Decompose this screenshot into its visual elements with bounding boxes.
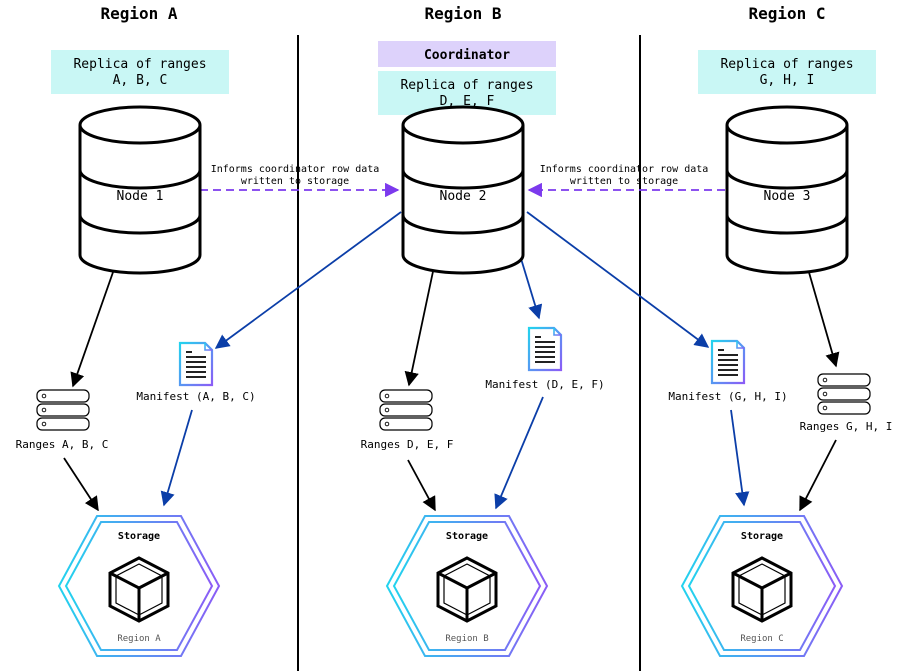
manifest-a: Manifest (A, B, C): [136, 341, 256, 403]
storage-a-region: Region A: [117, 634, 161, 644]
document-icon: [527, 326, 563, 372]
arrow-manifest-b-to-storage: [494, 396, 544, 510]
server-stack-icon: [379, 389, 433, 431]
manifest-a-label: Manifest (A, B, C): [136, 390, 255, 403]
manifest-b-label: Manifest (D, E, F): [485, 378, 604, 391]
node-3: Node 3: [725, 105, 849, 275]
replica-b-line1: Replica of ranges: [400, 78, 533, 93]
server-stack-icon: [817, 373, 871, 415]
node-2-label: Node 2: [440, 189, 487, 204]
ranges-b: Ranges D, E, F: [361, 389, 454, 451]
manifest-c: Manifest (G, H, I): [668, 339, 788, 403]
replica-b-line2: D, E, F: [440, 94, 495, 109]
storage-c-region: Region C: [740, 634, 783, 644]
replica-box-c: Replica of ranges G, H, I: [698, 50, 876, 94]
arrow-node3-to-ranges: [805, 261, 840, 368]
ranges-a-label: Ranges A, B, C: [16, 438, 109, 451]
informs-left-line2: written to storage: [241, 176, 349, 187]
document-icon: [710, 339, 746, 385]
arrow-ranges-c-to-storage: [799, 439, 837, 512]
storage-c-title: Storage: [741, 531, 783, 542]
node-1-label: Node 1: [117, 189, 164, 204]
region-b-title: Region B: [424, 4, 501, 23]
storage-b-title: Storage: [446, 531, 488, 542]
arrow-ranges-a-to-storage: [63, 457, 99, 512]
informs-right-line2: written to storage: [570, 176, 678, 187]
coordinator-box: Coordinator: [378, 41, 556, 67]
arrow-node2-to-manifest-b: [518, 251, 543, 320]
ranges-c-label: Ranges G, H, I: [800, 420, 893, 433]
coordinator-label: Coordinator: [424, 48, 510, 63]
storage-a: Storage Region A: [57, 514, 221, 658]
region-c-title: Region C: [748, 4, 825, 23]
arrow-node2-to-manifest-c: [526, 211, 710, 348]
node-2: Node 2: [401, 105, 525, 275]
manifest-b: Manifest (D, E, F): [485, 326, 605, 391]
storage-b: Storage Region B: [385, 514, 549, 658]
arrow-ranges-b-to-storage: [407, 459, 436, 512]
storage-b-region: Region B: [445, 634, 488, 644]
ranges-b-label: Ranges D, E, F: [361, 438, 454, 451]
replica-a-line2: A, B, C: [113, 73, 168, 88]
document-icon: [178, 341, 214, 387]
arrow-node2-to-ranges: [404, 261, 436, 387]
storage-a-title: Storage: [118, 531, 160, 542]
server-stack-icon: [36, 389, 90, 431]
node-1: Node 1: [78, 105, 202, 275]
arrow-manifest-a-to-storage: [160, 409, 193, 507]
replica-box-a: Replica of ranges A, B, C: [51, 50, 229, 94]
informs-right-line1: Informs coordinator row data: [540, 164, 709, 175]
node-3-label: Node 3: [764, 189, 811, 204]
storage-c: Storage Region C: [680, 514, 844, 658]
ranges-a: Ranges A, B, C: [16, 389, 109, 451]
arrow-node2-to-manifest-a: [214, 211, 402, 349]
arrow-node1-to-ranges: [70, 257, 119, 388]
ranges-c: Ranges G, H, I: [800, 373, 893, 433]
region-a-title: Region A: [100, 4, 177, 23]
informs-left-line1: Informs coordinator row data: [211, 164, 380, 175]
arrow-manifest-c-to-storage: [730, 409, 750, 507]
manifest-c-label: Manifest (G, H, I): [668, 390, 787, 403]
replica-a-line1: Replica of ranges: [73, 57, 206, 72]
replica-c-line2: G, H, I: [760, 73, 815, 88]
replica-c-line1: Replica of ranges: [720, 57, 853, 72]
